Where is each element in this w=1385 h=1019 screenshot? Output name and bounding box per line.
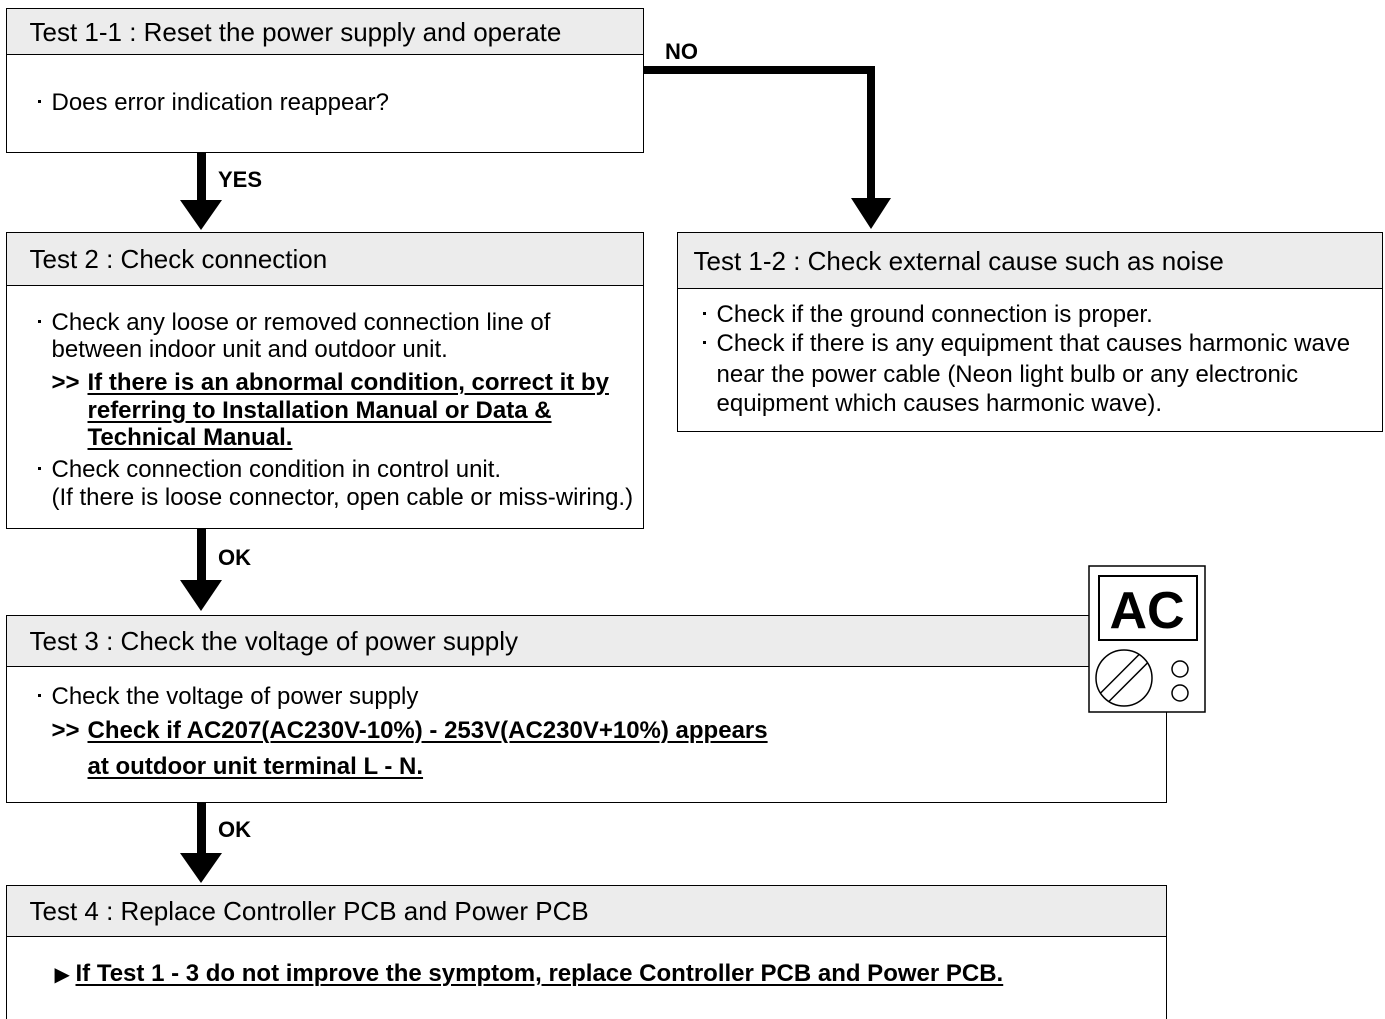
no-arrow	[643, 66, 891, 229]
ok-label-test3: OK	[218, 817, 251, 842]
check-equipment-item: Check if there is any equipment that cau…	[702, 329, 1351, 358]
check-line-text: Check any loose or removed connection li…	[51, 308, 551, 336]
triangle-marker-icon: ▶	[54, 961, 70, 986]
test-1-1-box: Test 1-1 : Reset the power supply and op…	[6, 8, 644, 153]
no-arrow-vertical	[867, 66, 875, 200]
yes-arrow-head	[180, 200, 222, 230]
action-continuation: referring to Installation Manual or Data…	[87, 396, 552, 424]
action-continuation: at outdoor unit terminal L - N.	[87, 752, 424, 780]
ok-arrow-head	[180, 853, 222, 883]
yes-arrow-shaft	[197, 152, 206, 202]
test-4-action: ▶If Test 1 - 3 do not improve the sympto…	[55, 960, 1004, 988]
action-text: If Test 1 - 3 do not improve the symptom…	[75, 959, 1004, 987]
test-2-action: >>If there is an abnormal condition, cor…	[52, 369, 609, 397]
test-3-box: Test 3 : Check the voltage of power supp…	[6, 615, 1167, 803]
check-equipment-text: Check if there is any equipment that cau…	[716, 329, 1351, 357]
test-3-title: Test 3 : Check the voltage of power supp…	[7, 616, 1166, 667]
ok-arrow-shaft	[197, 528, 206, 582]
ok-arrow-shaft	[197, 802, 206, 855]
ac-voltmeter-icon: AC	[1088, 565, 1206, 713]
bullet-marker	[702, 311, 706, 315]
check-line-continuation: between indoor unit and outdoor unit.	[51, 335, 448, 363]
check-voltage-text: Check the voltage of power supply	[51, 682, 419, 710]
action-marker: >>	[51, 368, 80, 396]
ok-arrow-head	[180, 580, 222, 611]
action-marker: >>	[51, 716, 80, 744]
check-line-item: Check any loose or removed connection li…	[37, 308, 551, 337]
ok-arrow-after-test3	[180, 802, 222, 883]
check-voltage-item: Check the voltage of power supply	[37, 682, 419, 711]
bullet-marker	[37, 100, 41, 104]
test-4-box: Test 4 : Replace Controller PCB and Powe…	[6, 885, 1167, 1019]
meter-terminal-icon	[1171, 660, 1189, 678]
check-equipment-continuation: near the power cable (Neon light bulb or…	[716, 360, 1299, 388]
meter-terminal-icon	[1171, 684, 1189, 702]
action-continuation: Technical Manual.	[87, 423, 293, 451]
test-1-1-question: Does error indication reappear?	[37, 89, 390, 117]
test-2-title: Test 2 : Check connection	[7, 233, 643, 286]
check-control-item: Check connection condition in control un…	[37, 455, 502, 484]
no-arrow-horizontal	[643, 66, 875, 74]
yes-arrow	[180, 152, 222, 230]
bullet-marker	[702, 340, 706, 344]
bullet-marker	[37, 466, 41, 470]
test-1-2-title: Test 1-2 : Check external cause such as …	[678, 233, 1382, 289]
test-4-title: Test 4 : Replace Controller PCB and Powe…	[7, 886, 1166, 937]
test-1-1-title: Test 1-1 : Reset the power supply and op…	[7, 9, 643, 55]
meter-dial-icon	[1095, 649, 1153, 707]
check-ground-item: Check if the ground connection is proper…	[702, 300, 1153, 329]
test-3-action: >>Check if AC207(AC230V-10%) - 253V(AC23…	[52, 717, 768, 745]
no-label: NO	[665, 39, 698, 64]
check-control-text: Check connection condition in control un…	[51, 455, 502, 483]
check-ground-text: Check if the ground connection is proper…	[716, 300, 1153, 328]
check-control-continuation: (If there is loose connector, open cable…	[51, 483, 634, 511]
question-text: Does error indication reappear?	[51, 89, 390, 116]
check-equipment-continuation: equipment which causes harmonic wave).	[716, 389, 1163, 417]
meter-display-label: AC	[1109, 582, 1184, 640]
meter-display	[1098, 575, 1198, 641]
yes-label: YES	[218, 167, 263, 192]
action-text: Check if AC207(AC230V-10%) - 253V(AC230V…	[87, 716, 768, 744]
test-1-2-box: Test 1-2 : Check external cause such as …	[677, 232, 1383, 432]
bullet-marker	[37, 693, 41, 697]
ok-arrow-after-test2	[180, 528, 222, 611]
bullet-marker	[37, 319, 41, 323]
ok-label-test2: OK	[218, 545, 251, 570]
no-arrow-head	[851, 198, 891, 229]
test-2-box: Test 2 : Check connection Check any loos…	[6, 232, 644, 529]
action-text: If there is an abnormal condition, corre…	[87, 368, 609, 396]
